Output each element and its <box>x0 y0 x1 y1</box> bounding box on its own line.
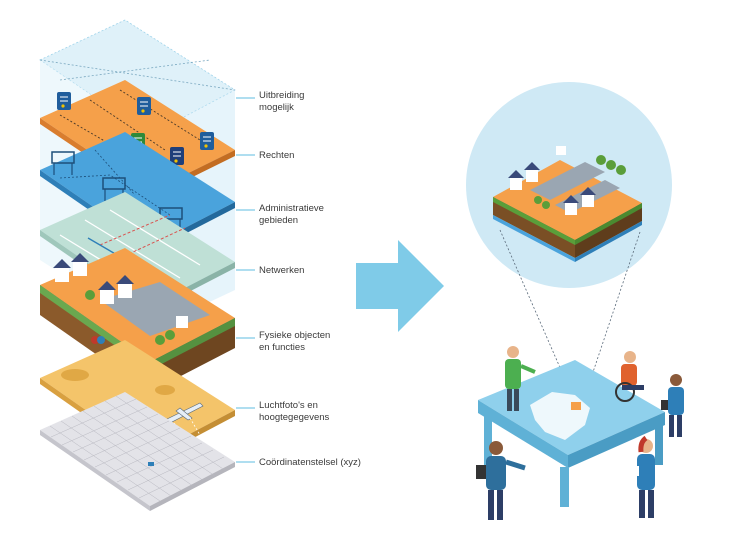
label-rights: Rechten <box>259 150 295 161</box>
arrow-right-icon <box>356 240 444 332</box>
deed-document-icon <box>57 92 71 110</box>
house-icon <box>53 259 71 282</box>
zoom-circle <box>466 82 672 403</box>
label-extension: Uitbreiding mogelijk <box>259 90 305 113</box>
label-administrative: Administratieve gebieden <box>259 203 324 226</box>
label-networks: Netwerken <box>259 265 305 276</box>
person-foreground-right-icon <box>632 435 655 518</box>
label-leaders <box>236 97 255 463</box>
tree-icon <box>85 290 175 345</box>
tree-icon <box>534 155 626 209</box>
house-icon <box>508 146 596 215</box>
deed-document-icon <box>170 147 184 165</box>
pipe-icon <box>97 336 105 344</box>
boundary-sign-icon <box>51 151 75 175</box>
house-icon <box>116 275 134 298</box>
label-coordinate-system: Coördinatenstelsel (xyz) <box>259 457 361 468</box>
house-icon <box>98 281 116 304</box>
origin-marker-icon <box>148 462 154 466</box>
person-green-icon <box>505 346 536 411</box>
deed-document-icon <box>200 132 214 150</box>
map-table <box>478 360 665 507</box>
person-foreground-left-icon <box>476 441 526 520</box>
house-icon <box>176 316 188 328</box>
person-blue-icon <box>661 374 684 437</box>
label-physical-objects: Fysieke objecten en functies <box>259 330 331 353</box>
house-icon <box>71 253 89 276</box>
layer-coordinate-grid <box>40 392 235 511</box>
deed-document-icon <box>137 97 151 115</box>
person-wheelchair-icon <box>615 351 644 402</box>
label-aerial-photos: Luchtfoto's en hoogtegegevens <box>259 400 330 423</box>
pipe-icon <box>91 336 99 344</box>
selected-area-marker <box>571 402 581 410</box>
